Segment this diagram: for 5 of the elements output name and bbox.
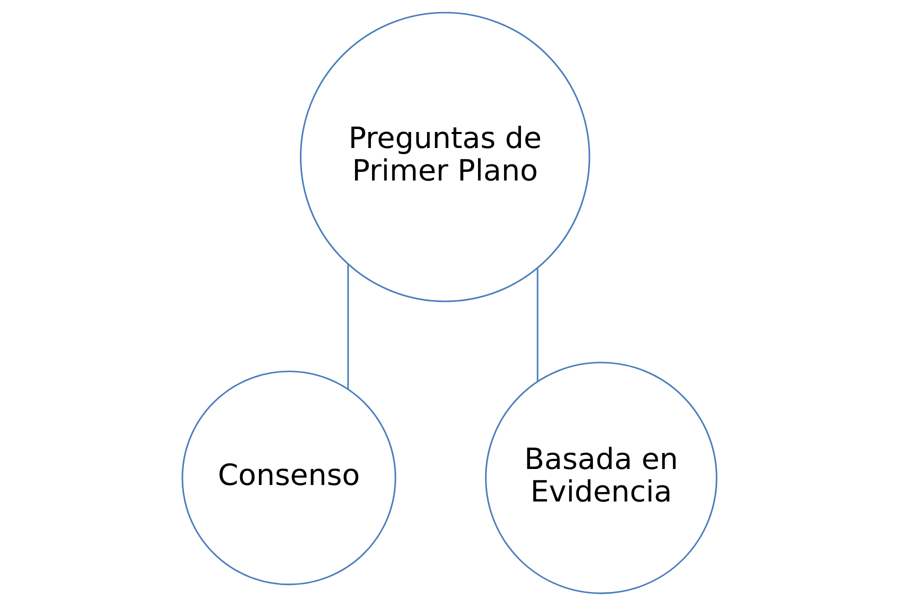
node-circle: Consenso — [182, 370, 396, 586]
node-circle: Preguntas de Primer Plano — [300, 12, 590, 302]
connector — [347, 264, 349, 389]
node-circle: Basada en Evidencia — [485, 362, 718, 594]
connector — [536, 268, 538, 382]
